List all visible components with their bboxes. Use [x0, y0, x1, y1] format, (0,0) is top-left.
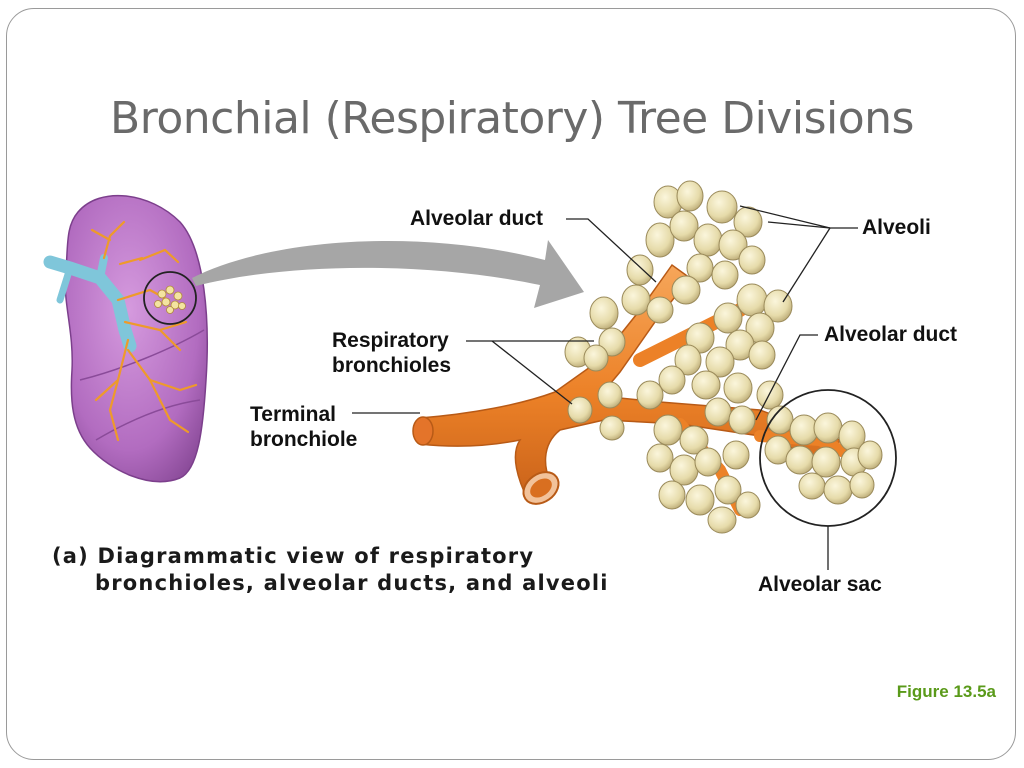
label-respiratory-bronchioles: Respiratory bronchioles	[332, 328, 451, 378]
alveoli-clusters	[564, 180, 883, 534]
label-terminal-bronchiole: Terminal bronchiole	[250, 402, 357, 452]
label-terminal-bronchiole-line1: Terminal	[250, 403, 336, 426]
figure-caption: (a) Diagrammatic view of respiratory bro…	[52, 543, 609, 597]
magnify-arrow	[192, 240, 584, 308]
label-alveolar-duct-right: Alveolar duct	[824, 323, 958, 346]
label-alveoli: Alveoli	[862, 216, 931, 239]
label-respiratory-bronchioles-line2: bronchioles	[332, 354, 452, 377]
lung-illustration	[43, 194, 208, 483]
leader-lines	[352, 205, 858, 570]
slide-title: Bronchial (Respiratory) Tree Divisions	[110, 93, 914, 144]
label-alveolar-sac: Alveolar sac	[758, 573, 882, 596]
label-respiratory-bronchioles-line1: Respiratory	[332, 329, 449, 352]
caption-line1: (a) Diagrammatic view of respiratory	[52, 544, 535, 568]
label-alveolar-duct-top: Alveolar duct	[410, 207, 544, 230]
figure-reference: Figure 13.5a	[896, 682, 996, 701]
label-terminal-bronchiole-line2: bronchiole	[250, 428, 358, 451]
caption-line2: bronchioles, alveolar ducts, and alveoli	[95, 571, 609, 595]
